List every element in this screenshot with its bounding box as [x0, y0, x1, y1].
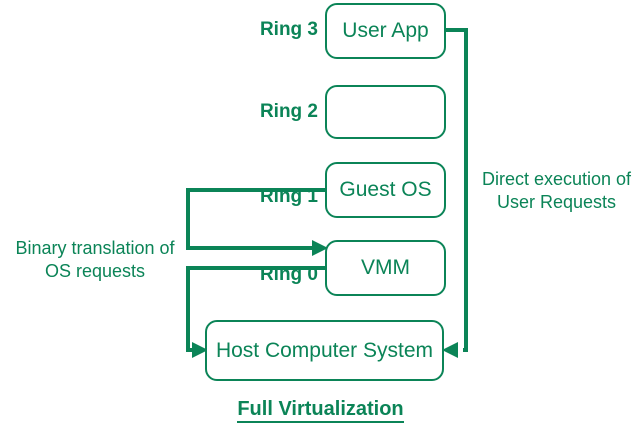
node-user-app: User App — [325, 3, 446, 59]
node-vmm: VMM — [325, 240, 446, 296]
node-vmm-label: VMM — [361, 256, 410, 279]
diagram-title: Full Virtualization — [0, 398, 641, 423]
arrowhead-into-host-left — [192, 342, 208, 358]
node-ring2-box — [325, 85, 446, 139]
arrowhead-into-host-right — [442, 342, 458, 358]
arrowhead-into-vmm — [312, 240, 328, 256]
node-user-app-label: User App — [342, 19, 429, 42]
node-host-computer-system-label: Host Computer System — [215, 338, 434, 362]
node-host-computer-system: Host Computer System — [205, 320, 444, 381]
annotation-direct-execution: Direct execution of User Requests — [481, 169, 632, 212]
annotation-binary-translation: Binary translation of OS requests — [15, 238, 175, 281]
connector-guest-os-to-vmm — [186, 188, 325, 250]
ring-label-ring-3: Ring 3 — [259, 19, 318, 40]
node-guest-os: Guest OS — [325, 162, 446, 218]
diagram-title-text: Full Virtualization — [237, 398, 404, 423]
ring-label-ring-0: Ring 0 — [259, 264, 318, 285]
node-guest-os-label: Guest OS — [339, 178, 432, 201]
connector-user-app-to-host — [446, 28, 468, 352]
ring-label-ring-1: Ring 1 — [259, 186, 318, 207]
ring-label-ring-2: Ring 2 — [259, 101, 318, 122]
